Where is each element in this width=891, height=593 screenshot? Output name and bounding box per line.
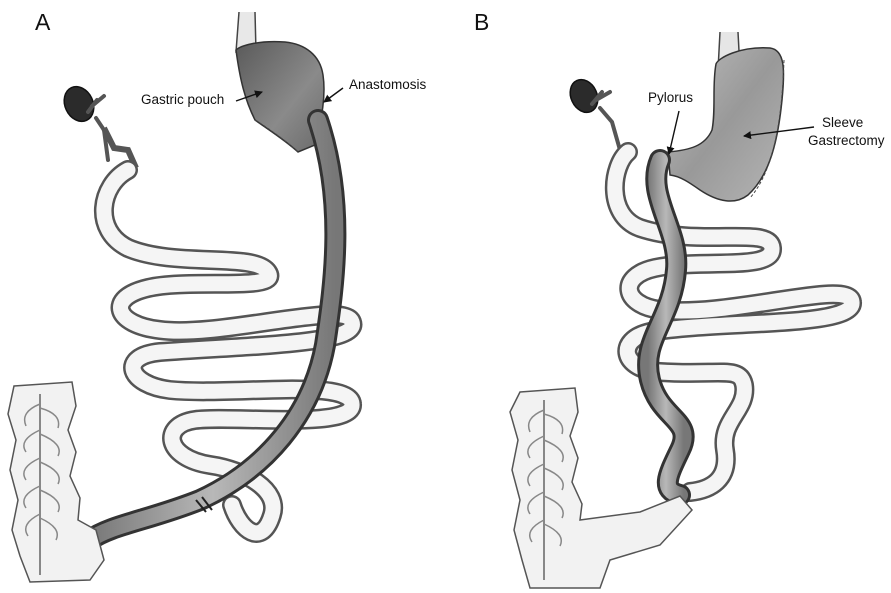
panel-b-sleeve-stomach [668,48,784,201]
gastric-pouch-label: Gastric pouch [141,92,224,108]
anastomosis-label: Anastomosis [349,77,426,93]
panel-b-label: B [474,9,489,36]
panel-a-gallbladder [59,82,136,168]
anastomosis-arrow [324,88,343,102]
panel-a-label: A [35,9,50,36]
pylorus-label: Pylorus [648,90,693,106]
sleeve-label: Sleeve [822,115,863,131]
panel-b-gallbladder [565,75,620,150]
panel-b-illustration [510,32,852,588]
panel-a-colon [8,382,104,582]
gastrectomy-label: Gastrectomy [808,133,885,149]
pylorus-arrow [669,111,679,154]
